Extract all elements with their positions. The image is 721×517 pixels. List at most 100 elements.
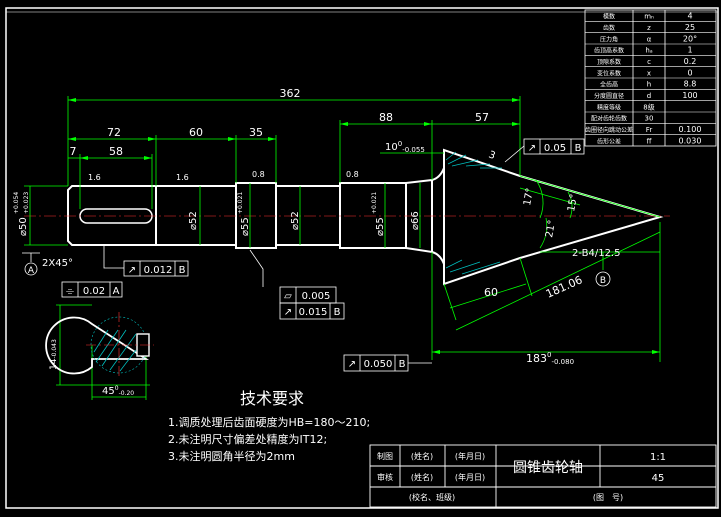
- param-value-1: 4: [687, 12, 692, 21]
- param-sym-10: 30: [645, 115, 654, 123]
- param-sym-3: α: [647, 35, 652, 43]
- param-label-10: 配对齿轮齿数: [591, 115, 627, 123]
- tol-frame-6-sym: ⌯: [66, 286, 74, 297]
- tb-school: (校名、班级): [409, 492, 455, 502]
- tol-frame-6-datum: A: [113, 286, 120, 297]
- param-value-6: 0: [687, 68, 692, 77]
- tol-frame-3-val: 0.005: [302, 291, 331, 302]
- param-sym-5: c: [647, 58, 651, 66]
- param-sym-2: z: [647, 24, 651, 32]
- dim-len-7: 7: [70, 145, 77, 158]
- dim-len-60b: 60: [484, 286, 498, 299]
- tol-frame-5-datum: B: [399, 359, 406, 370]
- dim-dia-50: ⌀50: [18, 217, 29, 236]
- tol-frame-5-sym: ↗: [348, 359, 356, 370]
- tb-drawing-no: (图 号): [593, 493, 623, 502]
- param-value-7: 8.8: [684, 80, 697, 89]
- tb-drawn-name: (姓名): [411, 451, 433, 461]
- dim-len-60: 60: [189, 126, 203, 139]
- tb-material: 45: [652, 473, 665, 484]
- param-value-4: 1: [687, 46, 692, 55]
- datum-b-label: B: [600, 276, 606, 286]
- dim-keyway-45: 450-0.20: [102, 385, 134, 397]
- tb-drawn-label: 制图: [377, 451, 393, 461]
- datum-b-marker: [595, 271, 611, 287]
- tolerance-frame-boxes: [61, 138, 585, 372]
- dim-len-72: 72: [107, 126, 121, 139]
- cone-hatch: [445, 151, 502, 275]
- param-label-5: 顶隙系数: [597, 58, 621, 66]
- dim-overall-length: 362: [280, 87, 301, 100]
- datum-a-label: A: [28, 266, 35, 276]
- dim-len-88: 88: [379, 111, 393, 124]
- dim-dia-66: ⌀66: [410, 211, 421, 230]
- dim-angle-15: 15°: [566, 193, 580, 212]
- tol-frame-4-sym: ↗: [284, 307, 292, 318]
- tol-frame-2-sym: ↗: [128, 265, 136, 276]
- tol-frame-4-val: 0.015: [299, 307, 328, 318]
- tb-scale: 1:1: [650, 452, 666, 463]
- param-label-12: 齿形公差: [597, 137, 621, 145]
- dim-dia-55b: ⌀55: [375, 217, 386, 236]
- dim-cone-10: 100-0.055: [385, 140, 425, 154]
- param-label-11: 齿圈径向跳动公差: [585, 126, 633, 134]
- param-label-3: 压力角: [600, 35, 618, 43]
- dim-dia-55b-tol: +0.021: [371, 192, 378, 214]
- tb-check-label: 审核: [377, 472, 393, 482]
- dim-len-183: 1830-0.080: [526, 351, 574, 366]
- tb-drawn-date: (年月日): [455, 451, 485, 461]
- param-sym-9: 8级: [643, 102, 654, 111]
- param-label-7: 全齿高: [600, 81, 618, 89]
- dim-dia-50-tol-dn: +0.023: [23, 192, 30, 214]
- tol-frame-4-datum: B: [334, 307, 341, 318]
- param-value-5: 0.2: [684, 57, 697, 66]
- datum-a-marker: [22, 252, 40, 276]
- keyway-cross-section: [45, 312, 154, 378]
- param-sym-6: x: [647, 69, 651, 77]
- roughness-4: 0.8: [346, 170, 359, 179]
- tb-check-date: (年月日): [455, 472, 485, 482]
- tol-frame-5-val: 0.050: [364, 359, 393, 370]
- tol-frame-2-val: 0.012: [144, 265, 173, 276]
- dimension-arrows: [68, 98, 660, 354]
- param-sym-1: mₙ: [644, 13, 654, 21]
- tol-frame-3-sym: ▱: [284, 291, 292, 302]
- tech-req-title: 技术要求: [240, 389, 304, 408]
- param-value-2: 25: [685, 23, 695, 32]
- dimension-lines: [24, 96, 661, 400]
- title-block: [369, 444, 717, 508]
- param-label-8: 分度圆直径: [594, 92, 624, 100]
- param-label-9: 精度等级: [597, 103, 621, 111]
- param-value-3: 20°: [683, 34, 697, 43]
- dim-len-57: 57: [475, 111, 489, 124]
- param-label-6: 变位系数: [597, 69, 621, 77]
- tech-req-line-2: 2.未注明尺寸偏差处精度为IT12;: [168, 432, 327, 446]
- param-sym-12: ff: [647, 137, 652, 145]
- param-value-12: 0.030: [679, 136, 702, 145]
- param-sym-8: d: [647, 92, 651, 100]
- tech-req-line-1: 1.调质处理后齿面硬度为HB=180～210;: [168, 415, 370, 429]
- dim-angle-17: 17°: [522, 187, 536, 206]
- param-value-8: 100: [682, 91, 697, 100]
- tol-frame-1-datum: B: [575, 143, 582, 154]
- roughness-2: 1.6: [176, 173, 189, 182]
- tb-part-name: 圆锥齿轮轴: [513, 460, 583, 476]
- dim-len-35: 35: [249, 126, 263, 139]
- param-label-4: 齿顶高系数: [594, 47, 624, 55]
- roughness-1: 1.6: [88, 173, 101, 182]
- dim-keyway-14: 14-0.043: [49, 339, 59, 370]
- roughness-3: 0.8: [252, 170, 265, 179]
- dim-len-58: 58: [109, 145, 123, 158]
- drawing-border: [5, 7, 719, 509]
- gear-mark-label: 2-B4/12.5: [572, 248, 620, 259]
- param-sym-7: h: [647, 81, 651, 89]
- tol-frame-1-val: 0.05: [544, 143, 566, 154]
- dim-dia-55a: ⌀55: [240, 217, 251, 236]
- param-sym-4: hₐ: [645, 47, 652, 55]
- tech-req-line-3: 3.未注明圆角半径为2mm: [168, 449, 295, 463]
- dim-dia-55a-tol: +0.021: [237, 192, 244, 214]
- param-label-2: 齿数: [603, 24, 615, 32]
- param-value-11: 0.100: [679, 125, 702, 134]
